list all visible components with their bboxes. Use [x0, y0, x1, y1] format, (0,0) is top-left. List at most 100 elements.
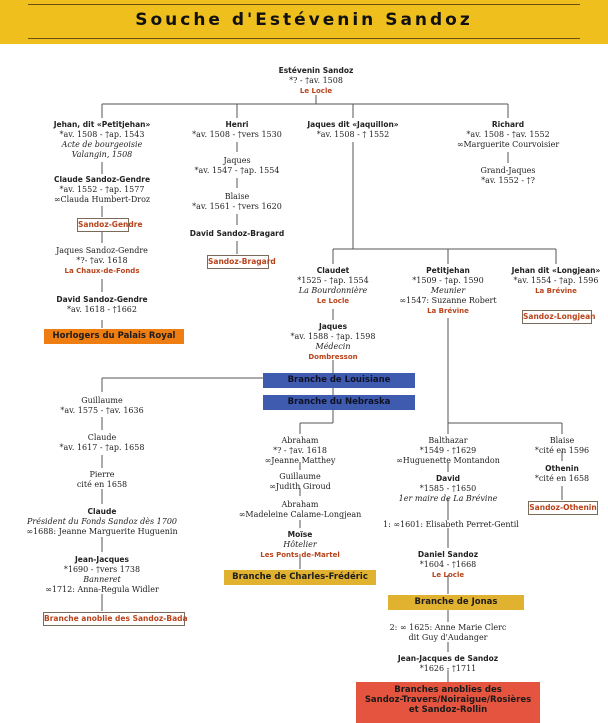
person-spouse: ∞1547: Suzanne Robert	[399, 296, 497, 305]
person-grand-jaques: Grand-Jaques *av. 1552 - †?	[463, 166, 553, 186]
person-note: Hôtelier	[283, 540, 317, 549]
person-dates: *1690 - †vers 1738	[63, 565, 141, 574]
person-name: Abraham	[281, 500, 319, 509]
person-place: La Chaux-de-Fonds	[64, 267, 140, 275]
branch-jonas: Branche de Jonas	[388, 595, 524, 610]
person-dates: *av. 1552 - †?	[481, 176, 535, 185]
person-spouse: ∞Marguerite Courvoisier	[456, 140, 560, 149]
page-title: Souche d'Estévenin Sandoz	[135, 10, 473, 30]
person-name: Claude Sandoz-Gendre	[53, 175, 151, 184]
person-spouse: ∞Jeanne Matthey	[264, 456, 336, 465]
person-dates: *av. 1508 - †av. 1552	[466, 130, 550, 139]
person-name: Guillaume	[81, 396, 123, 405]
person-jaques-sandoz-gendre: Jaques Sandoz-Gendre *?- †av. 1618 La Ch…	[47, 246, 157, 276]
person-dates: *av. 1508 - †ap. 1543	[59, 130, 145, 139]
person-name: Daniel Sandoz	[417, 550, 479, 559]
person-jaques-henri: Jaques *av. 1547 - †ap. 1554	[192, 156, 282, 176]
person-dates: *1549 - †1629	[419, 446, 477, 455]
person-name: Claudet	[316, 266, 350, 275]
branch-louisiane: Branche de Louisiane	[263, 373, 415, 388]
person-jean-jacques-2: Jean-Jacques de Sandoz *1626 - †1711	[383, 654, 513, 674]
person-place: Dombresson	[308, 353, 358, 361]
person-name: Balthazar	[428, 436, 468, 445]
person-jean-jacques-1: Jean-Jacques *1690 - †vers 1738 Banneret…	[37, 555, 167, 595]
person-dates: *av. 1575 - †av. 1636	[60, 406, 144, 415]
person-moise: Moïse Hôtelier Les Ponts-de-Martel	[245, 530, 355, 560]
person-name: Blaise	[549, 436, 575, 445]
person-note: Meunier	[430, 286, 466, 295]
person-spouse: ∞Madeleine Calame-Longjean	[238, 510, 362, 519]
person-note: Acte de bourgeoisie	[61, 140, 143, 149]
person-name: Jean-Jacques de Sandoz	[397, 654, 499, 663]
person-jehan: Jehan, dit «Petitjehan» *av. 1508 - †ap.…	[47, 120, 157, 160]
person-dates: *1509 - †ap. 1590	[412, 276, 484, 285]
person-claude-2: Claude Président du Fonds Sandoz dès 170…	[22, 507, 182, 537]
branch-sandoz-othenin: Sandoz-Othenin	[528, 501, 598, 515]
person-name: Pierre	[89, 470, 115, 479]
person-dates: *av. 1588 - †ap. 1598	[290, 332, 376, 341]
person-dates: cité en 1658	[76, 480, 128, 489]
person-othenin: Othenin *cité en 1658	[517, 464, 607, 484]
header-rule-top	[28, 4, 580, 5]
person-spouse: ∞Judith Giroud	[269, 482, 331, 491]
person-dates: *cité en 1596	[534, 446, 590, 455]
person-pierre: Pierre cité en 1658	[47, 470, 157, 490]
person-henri: Henri *av. 1508 - †vers 1530	[192, 120, 282, 140]
person-dates: *av. 1618 - †1662	[67, 305, 137, 314]
person-claude-1: Claude *av. 1617 - †ap. 1658	[47, 433, 157, 453]
person-dates: *1585 - †1650	[419, 484, 477, 493]
person-jehan-longjean: Jehan dit «Longjean» *av. 1554 - †ap. 15…	[508, 266, 604, 296]
person-blaise-2: Blaise *cité en 1596	[517, 436, 607, 456]
branch-sandoz-bragard: Sandoz-Bragard	[207, 255, 276, 269]
person-place: Le Locle	[299, 87, 333, 95]
person-dates: *av. 1552 - †ap. 1577	[59, 185, 145, 194]
header-rule-bottom	[28, 38, 580, 39]
person-dates: *1604 - †1668	[419, 560, 477, 569]
person-note: Médecin	[315, 342, 351, 351]
person-balthazar: Balthazar *1549 - †1629 ∞Huguenette Mont…	[393, 436, 503, 466]
person-dates: *cité en 1658	[534, 474, 590, 483]
person-name: Richard	[491, 120, 525, 129]
person-guillaume: Guillaume *av. 1575 - †av. 1636	[47, 396, 157, 416]
person-spouse: ∞Huguenette Montandon	[396, 456, 500, 465]
person-name: Jaques	[223, 156, 251, 165]
person-note: Valangin, 1508	[71, 150, 133, 159]
person-name: Jehan, dit «Petitjehan»	[53, 120, 151, 129]
person-david-gendre: David Sandoz-Gendre *av. 1618 - †1662	[47, 295, 157, 315]
branch-anoblies-line-1: Branches anoblies des	[394, 685, 502, 695]
person-spouse: ∞Clauda Humbert-Droz	[53, 195, 151, 204]
person-place: La Brévine	[535, 287, 577, 295]
person-estevenin: Estévenin Sandoz *? - †av. 1508 Le Locle	[266, 66, 366, 96]
person-jaques-jaquillon: Jaques dit «Jaquillon» *av. 1508 - † 155…	[303, 120, 403, 140]
person-dates: *? - †av. 1618	[273, 446, 327, 455]
branch-charles-frederic: Branche de Charles-Frédéric	[224, 570, 376, 585]
person-name: Moïse	[287, 530, 313, 539]
branch-anoblies-line-3: et Sandoz-Rollin	[408, 705, 488, 715]
person-note: Banneret	[83, 575, 121, 584]
person-note: La Bourdonnière	[298, 286, 368, 295]
person-dates: *av. 1554 - †ap. 1596	[513, 276, 599, 285]
branch-anoblies: Branches anoblies des Sandoz-Travers/Noi…	[356, 682, 540, 723]
person-place: Le Locle	[316, 297, 350, 305]
person-place: La Brévine	[427, 307, 469, 315]
person-name: Estévenin Sandoz	[278, 66, 354, 75]
person-david-bragard: David Sandoz-Bragard	[187, 229, 287, 239]
person-name: Jean-Jacques	[75, 555, 129, 564]
person-name: Claude	[87, 433, 117, 442]
person-dates: *1525 - †ap. 1554	[297, 276, 369, 285]
person-name: Claude	[87, 507, 117, 516]
person-name: Guillaume	[279, 472, 321, 481]
person-jaques-medecin: Jaques *av. 1588 - †ap. 1598 Médecin Dom…	[278, 322, 388, 362]
person-anne-marie: 2: ∞ 1625: Anne Marie Clerc dit Guy d'Au…	[388, 623, 508, 643]
person-name: 1: ∞1601: Elisabeth Perret-Gentil	[383, 520, 519, 529]
header-banner: Souche d'Estévenin Sandoz	[0, 0, 608, 44]
person-elisabeth: 1: ∞1601: Elisabeth Perret-Gentil	[383, 520, 519, 530]
branch-sandoz-gendre: Sandoz-Gendre	[77, 218, 143, 232]
person-name: Grand-Jaques	[480, 166, 536, 175]
person-name: Abraham	[281, 436, 319, 445]
person-spouse: ∞1712: Anna-Regula Widler	[45, 585, 159, 594]
person-claude-gendre: Claude Sandoz-Gendre *av. 1552 - †ap. 15…	[47, 175, 157, 205]
person-name: Petitjehan	[426, 266, 470, 275]
person-daniel: Daniel Sandoz *1604 - †1668 Le Locle	[398, 550, 498, 580]
